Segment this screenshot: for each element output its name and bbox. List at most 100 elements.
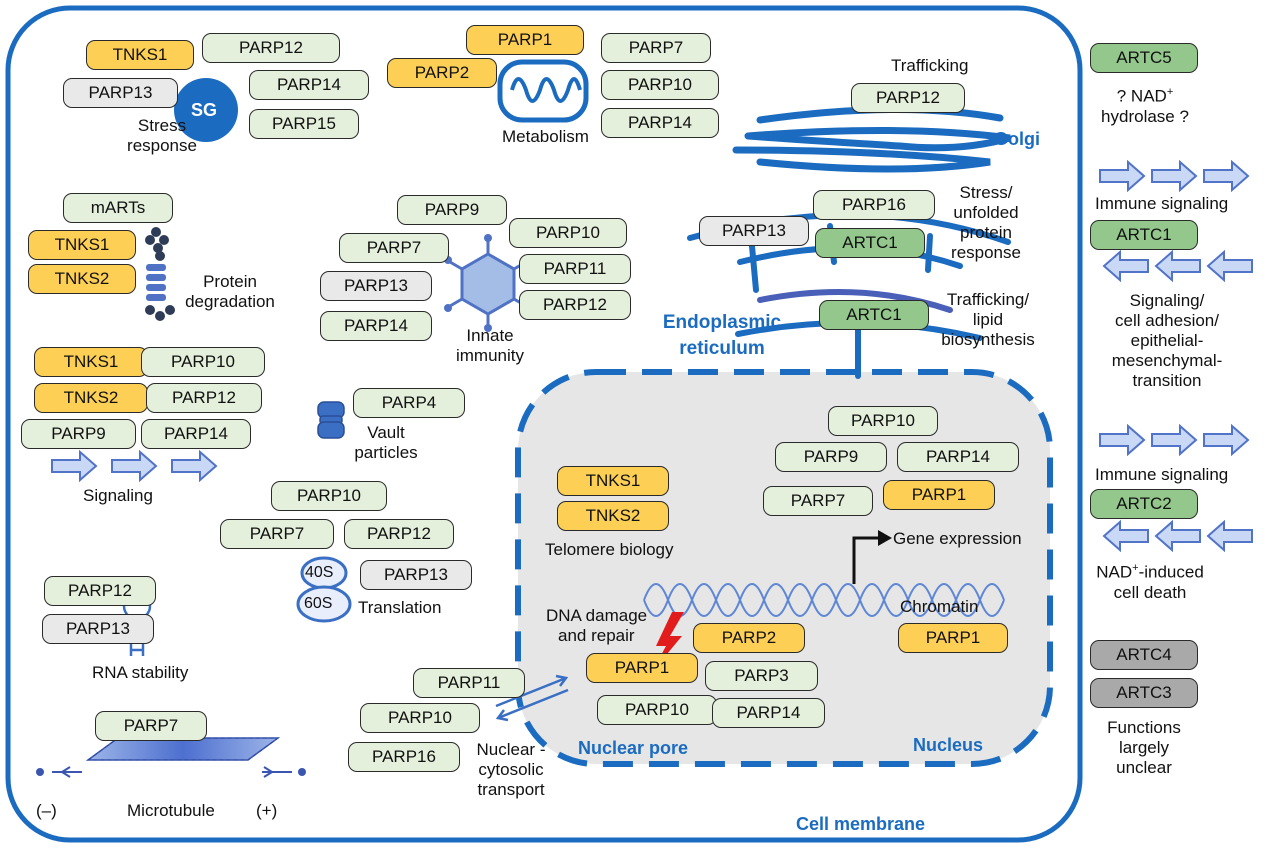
- er-stress-caption: Stress/ unfolded protein response: [951, 183, 1021, 262]
- mitochondrion-icon: [497, 59, 589, 123]
- protein-parp13: PARP13: [320, 271, 432, 301]
- translation-caption: Translation: [358, 598, 442, 617]
- ribosome-icon: [296, 556, 352, 623]
- microtubule-plus-end: (+): [256, 801, 278, 820]
- protein-parp2: PARP2: [693, 623, 805, 653]
- er-label: Endoplasmic reticulum: [662, 312, 782, 359]
- metabolism-caption: Metabolism: [502, 127, 589, 146]
- protein-parp12: PARP12: [851, 83, 965, 113]
- protein-parp12: PARP12: [146, 383, 262, 413]
- protein-tnks2: TNKS2: [34, 383, 148, 413]
- cell-membrane-label: Cell membrane: [796, 814, 926, 834]
- er-trafficking-caption: Trafficking/ lipid biosynthesis: [941, 290, 1035, 349]
- gene-expression-arrow-icon: [852, 536, 880, 584]
- stress-granule-circle: [174, 78, 238, 142]
- protein-parp7: PARP7: [95, 711, 207, 741]
- protein-parp11: PARP11: [413, 668, 525, 698]
- protein-parp7: PARP7: [601, 33, 711, 63]
- dna-helix-icon: [643, 583, 1005, 617]
- protein-artc2: ARTC2: [1090, 489, 1198, 519]
- protein-marts: mARTs: [63, 193, 173, 223]
- artc2-caption: NAD+-induced cell death: [1096, 562, 1204, 602]
- protein-parp12: PARP12: [44, 576, 156, 606]
- gene-expression-caption: Gene expression: [893, 529, 1022, 548]
- protein-parp14: PARP14: [249, 70, 369, 100]
- protein-tnks1: TNKS1: [34, 347, 148, 377]
- proteasome-icon: [145, 227, 175, 321]
- protein-parp12: PARP12: [519, 290, 631, 320]
- protein-parp13: PARP13: [360, 560, 472, 590]
- nuclear-pore-label: Nuclear pore: [578, 738, 689, 758]
- protein-parp13: PARP13: [63, 78, 178, 108]
- protein-tnks1: TNKS1: [28, 230, 136, 260]
- telomere-biology-caption: Telomere biology: [545, 540, 674, 559]
- rna-stability-caption: RNA stability: [92, 663, 189, 682]
- stress-response-caption: Stress response: [127, 116, 197, 155]
- protein-parp2: PARP2: [387, 58, 497, 88]
- protein-tnks2: TNKS2: [557, 501, 669, 531]
- protein-parp1: PARP1: [898, 623, 1008, 653]
- protein-parp10: PARP10: [597, 695, 717, 725]
- transport-caption: Nuclear - cytosolic transport: [476, 740, 546, 799]
- golgi-icon: [732, 106, 1011, 173]
- protein-parp9: PARP9: [397, 195, 507, 225]
- artc5-caption: ? NAD+ hydrolase ?: [1101, 86, 1189, 126]
- protein-artc1-lipid: ARTC1: [819, 300, 929, 330]
- protein-parp15: PARP15: [249, 109, 359, 139]
- dna-damage-caption: DNA damage and repair: [546, 606, 648, 645]
- protein-parp7: PARP7: [220, 519, 334, 549]
- protein-parp3: PARP3: [705, 661, 818, 691]
- ribosome-40s-label: 40S: [305, 564, 334, 581]
- extracellular-arrows: [1099, 159, 1253, 553]
- immune-signaling-caption-1: Immune signaling: [1095, 194, 1229, 213]
- protein-parp10: PARP10: [141, 347, 265, 377]
- innate-immunity-icon: [444, 234, 532, 332]
- microtubule-caption: Microtubule: [127, 801, 215, 820]
- protein-parp9: PARP9: [775, 442, 887, 472]
- microtubule-minus-end: (–): [36, 801, 57, 820]
- dna-damage-bolt-icon: [652, 612, 684, 672]
- protein-tnks2: TNKS2: [28, 264, 136, 294]
- artc1-caption: Signaling/ cell adhesion/ epithelial- me…: [1111, 291, 1223, 390]
- protein-parp14: PARP14: [320, 311, 432, 341]
- signaling-caption: Signaling: [83, 486, 153, 505]
- protein-parp7: PARP7: [339, 233, 449, 263]
- protein-parp14: PARP14: [712, 698, 825, 728]
- protein-artc1: ARTC1: [815, 228, 925, 258]
- protein-tnks1: TNKS1: [557, 466, 669, 496]
- protein-parp16: PARP16: [348, 742, 460, 772]
- protein-artc5: ARTC5: [1090, 43, 1198, 73]
- chromatin-caption: Chromatin: [900, 597, 979, 616]
- vault-icon: [317, 401, 345, 439]
- innate-immunity-caption: Innate immunity: [455, 326, 524, 365]
- microtubule-icon: [36, 737, 306, 778]
- protein-parp10: PARP10: [828, 406, 938, 436]
- trafficking-caption: Trafficking: [891, 56, 969, 75]
- protein-parp1: PARP1: [466, 25, 584, 55]
- protein-artc1: ARTC1: [1090, 220, 1198, 250]
- protein-tnks1: TNKS1: [86, 40, 194, 70]
- ribosome-60s-label: 60S: [304, 595, 333, 612]
- protein-parp10: PARP10: [271, 481, 387, 511]
- protein-parp11: PARP11: [519, 254, 631, 284]
- transport-arrows: [495, 674, 569, 722]
- protein-parp16: PARP16: [813, 190, 935, 220]
- immune-signaling-caption-2: Immune signaling: [1095, 465, 1229, 484]
- protein-parp9: PARP9: [21, 419, 136, 449]
- protein-parp4: PARP4: [353, 388, 465, 418]
- protein-parp1: PARP1: [586, 653, 698, 683]
- protein-parp12: PARP12: [202, 33, 340, 63]
- protein-parp10: PARP10: [601, 70, 719, 100]
- protein-parp13: PARP13: [42, 614, 154, 644]
- nucleus-label: Nucleus: [913, 735, 984, 755]
- cell-membrane: [5, 5, 1083, 843]
- golgi-label: Golgi: [994, 129, 1040, 149]
- protein-parp7: PARP7: [763, 486, 873, 516]
- protein-parp14: PARP14: [601, 108, 719, 138]
- protein-artc4: ARTC4: [1090, 640, 1198, 670]
- protein-parp12: PARP12: [344, 519, 454, 549]
- vault-caption: Vault particles: [354, 423, 418, 462]
- protein-parp14: PARP14: [897, 442, 1019, 472]
- artc34-caption: Functions largely unclear: [1107, 718, 1181, 777]
